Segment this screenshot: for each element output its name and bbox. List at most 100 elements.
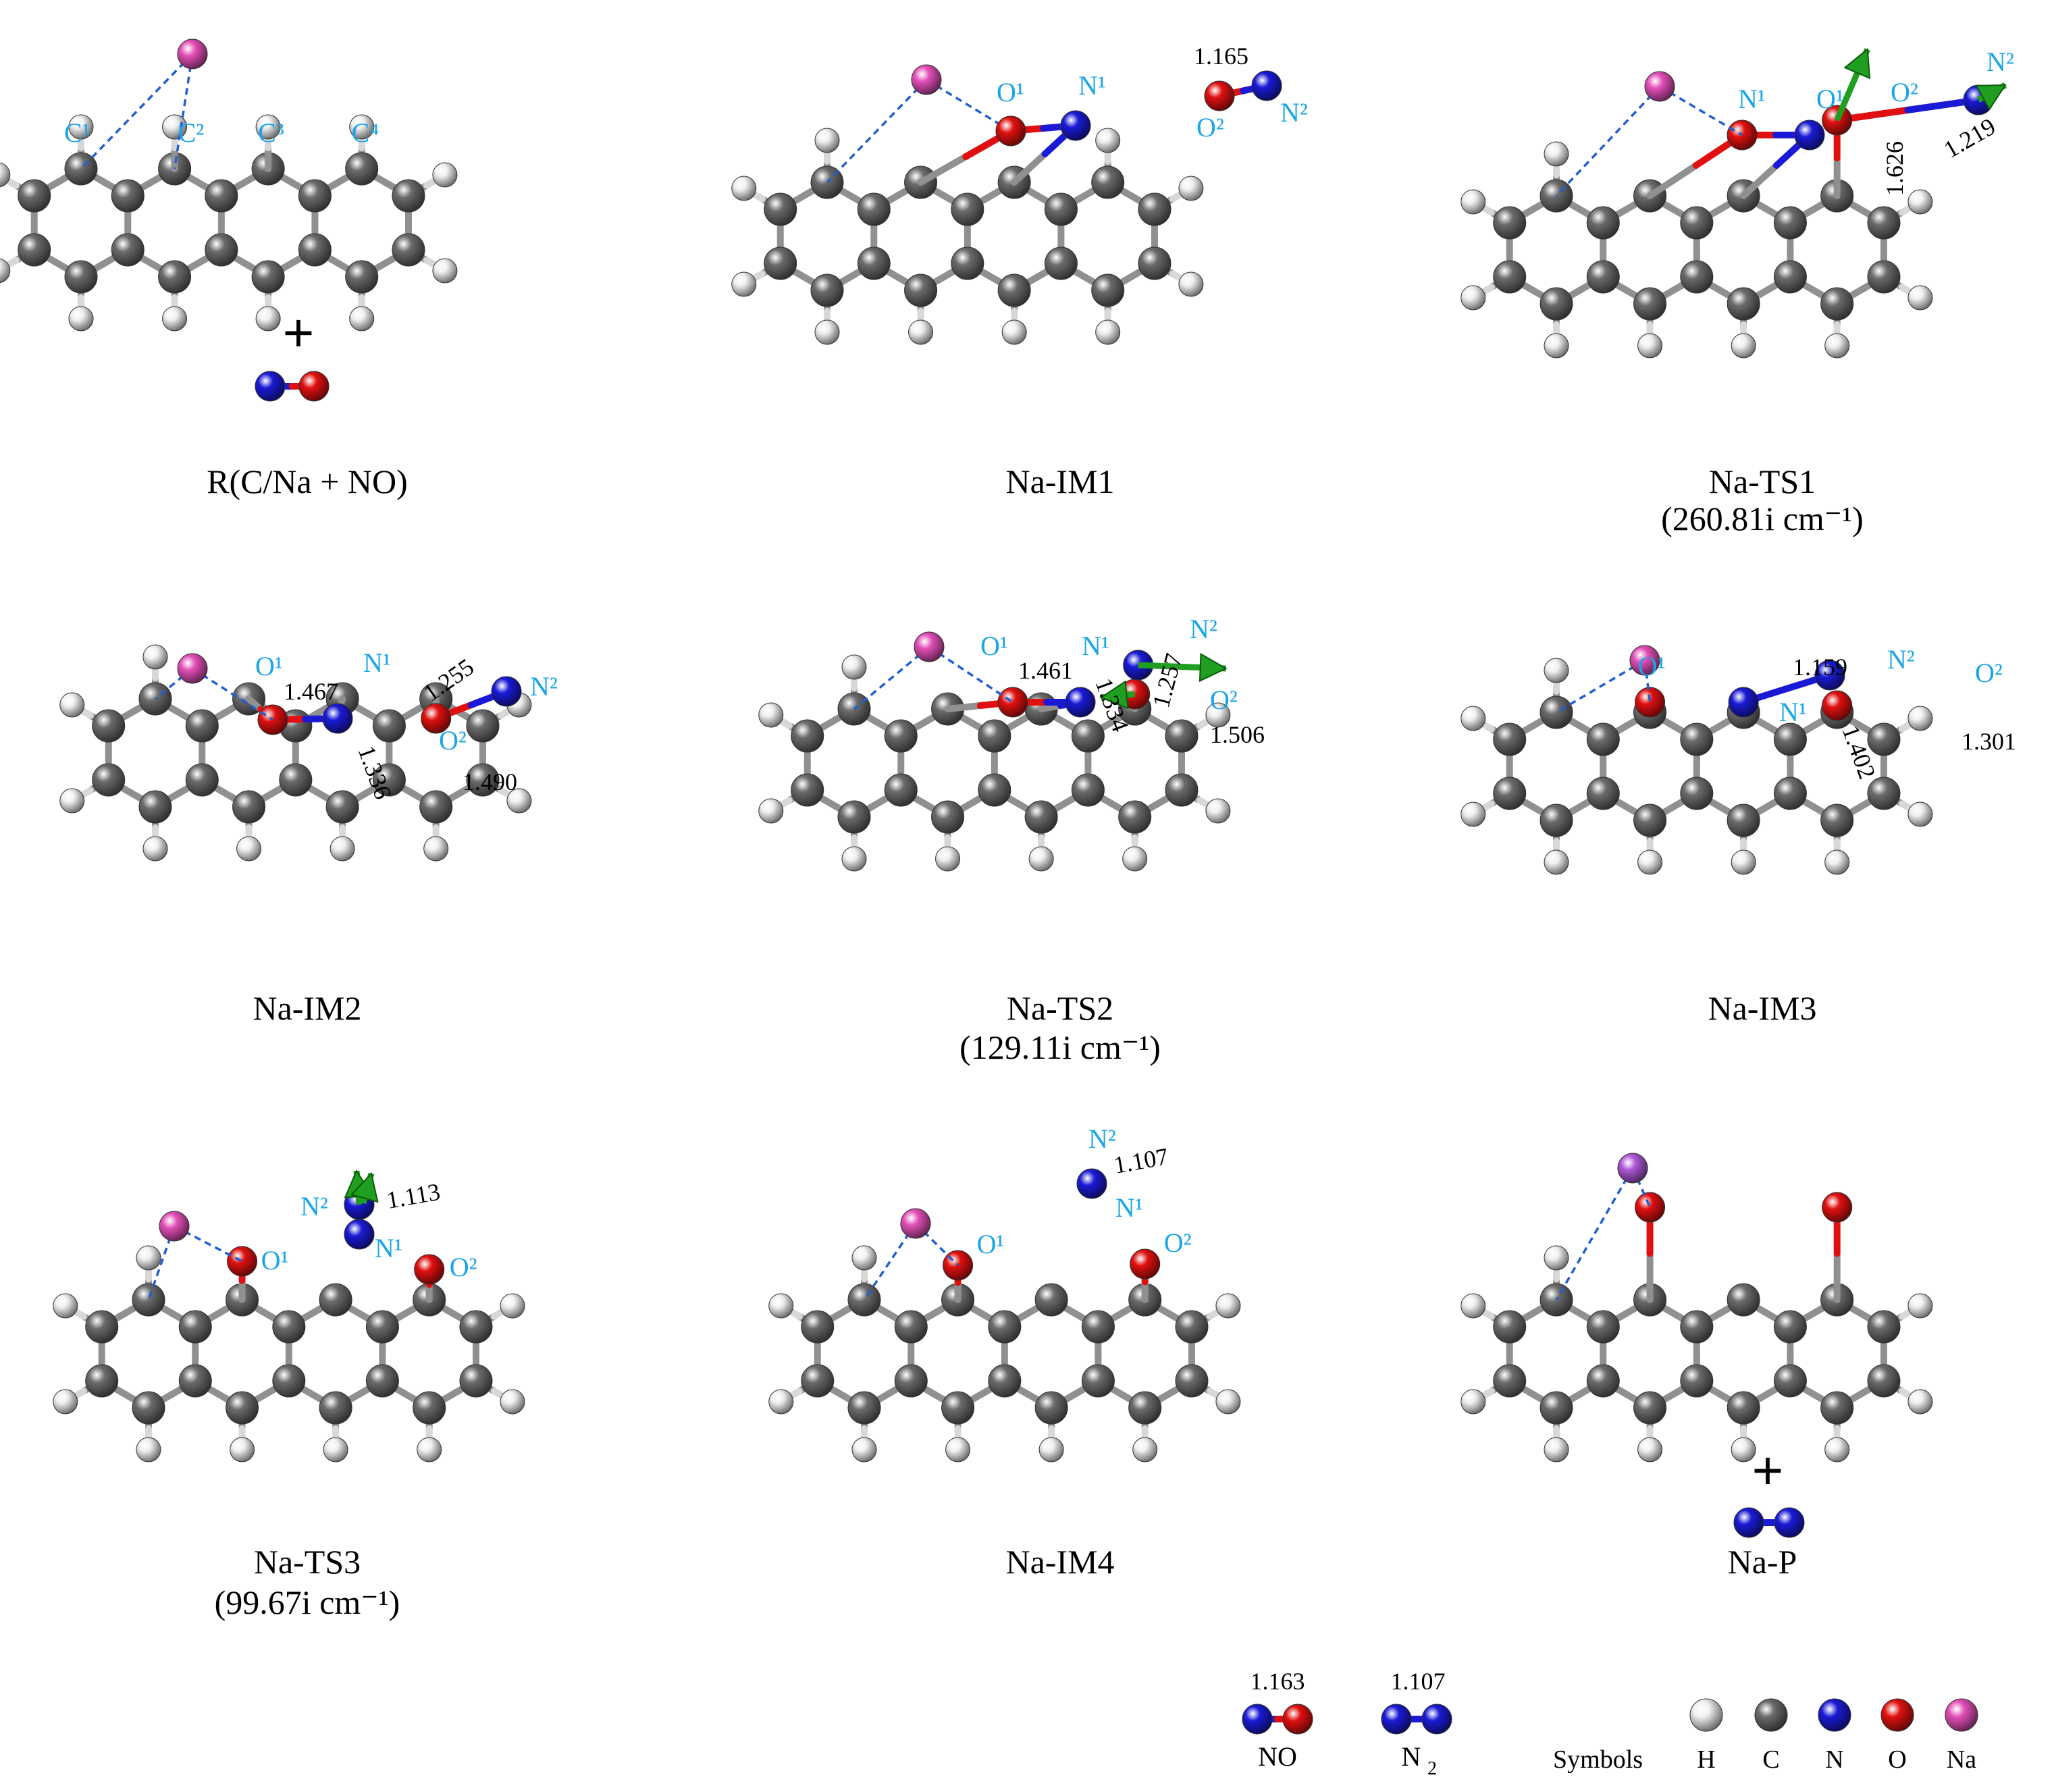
n-atom xyxy=(1733,1507,1764,1538)
carbon-atom xyxy=(904,273,938,307)
carbon-atom xyxy=(1820,287,1854,321)
carbon-atom xyxy=(1773,776,1807,810)
carbon-atom xyxy=(92,763,126,797)
atom-label-n2: N² xyxy=(1088,1124,1116,1154)
carbon-atom xyxy=(1493,1364,1527,1398)
legend-title: Symbols xyxy=(1553,1745,1643,1774)
legend-label-c: C xyxy=(1762,1745,1779,1774)
n-atom xyxy=(344,1219,375,1250)
carbon-atom xyxy=(1539,695,1573,729)
carbon-atom xyxy=(1586,1364,1620,1398)
carbon-atom xyxy=(801,1364,835,1398)
legend-swatch-h xyxy=(1689,1698,1723,1732)
carbon-atom xyxy=(857,192,891,226)
n-atom xyxy=(322,703,353,734)
o-atom xyxy=(227,1246,258,1277)
hydrogen-atom xyxy=(1460,1389,1486,1415)
carbon-atom xyxy=(92,709,126,743)
hydrogen-atom xyxy=(851,1245,877,1271)
bond-distance: 1.107 xyxy=(1111,1142,1170,1178)
hydrogen-atom xyxy=(1132,1437,1158,1462)
carbon-atom xyxy=(1081,1310,1115,1344)
coordination-bond xyxy=(173,53,194,169)
hydrogen-atom xyxy=(1544,849,1569,875)
panel-caption: Na-IM2 xyxy=(253,989,361,1027)
bond xyxy=(917,153,970,186)
carbon-atom xyxy=(1493,206,1527,240)
hydrogen-atom xyxy=(53,1293,78,1319)
carbon-atom xyxy=(1727,803,1760,837)
carbon-atom xyxy=(365,1364,399,1398)
carbon-atom xyxy=(1128,1391,1162,1425)
hydrogen-atom xyxy=(1460,189,1486,215)
hydrogen-atom xyxy=(1907,285,1933,311)
carbon-atom xyxy=(837,800,871,834)
carbon-atom xyxy=(1165,719,1199,753)
o-atom xyxy=(1130,1248,1161,1280)
legend-swatch-n xyxy=(1818,1698,1851,1732)
panel-caption: Na-IM4 xyxy=(1005,1543,1114,1581)
hydrogen-atom xyxy=(1460,285,1486,311)
hydrogen-atom xyxy=(1095,128,1121,153)
vibration-arrow-head xyxy=(1975,84,2007,111)
atom-label-n1: N¹ xyxy=(1082,631,1109,661)
hydrogen-atom xyxy=(1731,849,1756,875)
carbon-atom xyxy=(319,1391,352,1425)
bond-distance: 1.257 xyxy=(1147,650,1188,710)
panel-caption: Na-TS1 xyxy=(1709,463,1816,500)
plus-sign: + xyxy=(283,302,315,363)
legend-swatch-c xyxy=(1754,1698,1788,1732)
carbon-atom xyxy=(325,790,359,824)
carbon-atom xyxy=(1633,287,1667,321)
atom-label-c2: C² xyxy=(178,117,205,148)
hydrogen-atom xyxy=(908,319,934,345)
carbon-atom xyxy=(894,1310,928,1344)
bond-distance: 1.461 xyxy=(1018,657,1073,684)
carbon-atom xyxy=(978,773,1011,807)
legend-label-h: H xyxy=(1697,1745,1715,1774)
vibration-arrow-head xyxy=(1199,652,1228,683)
panel-caption: Na-TS2 xyxy=(1007,989,1113,1027)
n-atom xyxy=(1794,120,1825,151)
carbon-atom xyxy=(64,152,98,186)
coordination-bond xyxy=(1555,1167,1634,1300)
hydrogen-atom xyxy=(1544,333,1569,359)
n-atom xyxy=(1251,70,1282,101)
hydrogen-atom xyxy=(768,1389,794,1415)
atom-label-o1: O¹ xyxy=(977,1229,1005,1259)
hydrogen-atom xyxy=(1001,319,1027,345)
legend-swatch-o xyxy=(1880,1698,1914,1732)
bond-distance: 1.113 xyxy=(384,1178,442,1214)
carbon-atom xyxy=(1165,773,1199,807)
carbon-atom xyxy=(372,763,406,797)
carbon-atom xyxy=(1727,1391,1760,1425)
atom-label-n2: N² xyxy=(1887,644,1915,675)
plus-sign: + xyxy=(1752,1440,1784,1500)
carbon-atom xyxy=(1820,803,1854,837)
carbon-atom xyxy=(1773,722,1807,756)
hydrogen-atom xyxy=(768,1293,794,1319)
hydrogen-atom xyxy=(758,798,784,824)
hydrogen-atom xyxy=(814,319,840,345)
carbon-atom xyxy=(413,1391,446,1425)
atom-label-c1: C¹ xyxy=(64,117,90,148)
bond-distance: 1.506 xyxy=(1210,721,1265,748)
o-atom xyxy=(997,687,1028,718)
hydrogen-atom xyxy=(945,1437,971,1462)
hydrogen-atom xyxy=(417,1437,442,1462)
carbon-atom xyxy=(951,192,984,226)
carbon-atom xyxy=(764,192,797,226)
hydrogen-atom xyxy=(758,702,784,728)
carbon-atom xyxy=(205,233,238,267)
hydrogen-atom xyxy=(1731,333,1756,359)
coordination-bond xyxy=(154,667,194,700)
carbon-atom xyxy=(185,763,219,797)
coordination-bond xyxy=(1555,85,1661,197)
carbon-atom xyxy=(138,790,172,824)
carbon-atom xyxy=(111,179,144,213)
coordination-bond xyxy=(80,53,194,170)
